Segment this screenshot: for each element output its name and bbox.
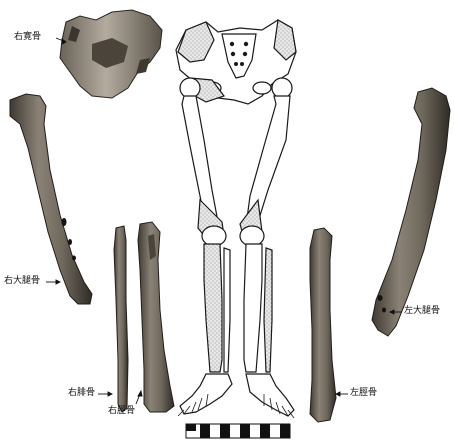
label-left-femur: 左大腿骨 [404, 306, 440, 317]
right-fibula [114, 226, 128, 412]
scale-unit-label: cm [188, 431, 197, 438]
left-femur [372, 88, 450, 336]
left-tibia [310, 228, 336, 422]
right-tibia [138, 222, 174, 412]
label-left-tibia: 左脛骨 [350, 388, 377, 399]
label-right-femur: 右大腿骨 [4, 276, 40, 287]
right-femur [10, 94, 92, 304]
label-right-fibula: 右腓骨 [68, 388, 95, 399]
skeleton-diagram [176, 20, 296, 418]
scale-bar [186, 424, 290, 438]
label-right-hip-bone: 右寛骨 [14, 32, 41, 43]
right-hip-bone-fragment [60, 10, 162, 98]
label-right-tibia: 右脛骨 [108, 406, 135, 417]
